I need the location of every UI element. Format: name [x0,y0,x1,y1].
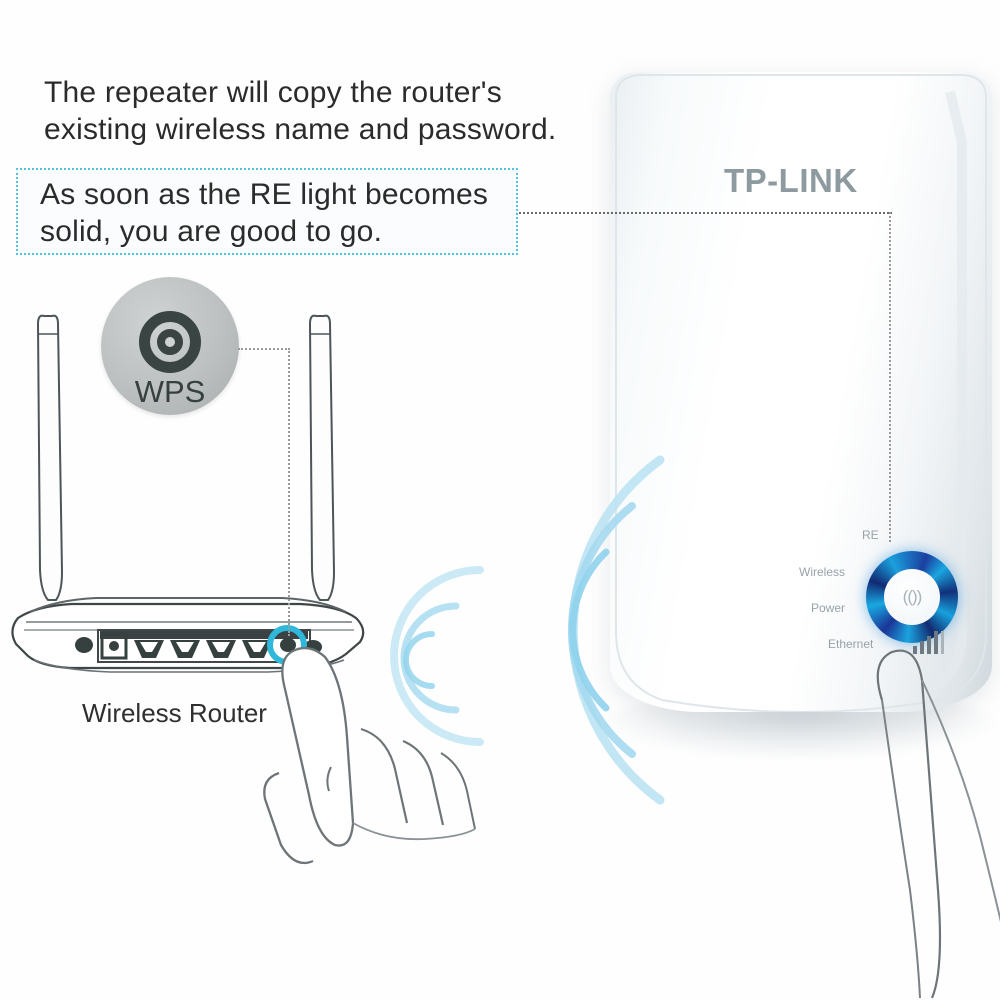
wps-badge: WPS [101,277,239,415]
wps-concentric-rings-icon [139,311,201,373]
wifi-signal-waves [390,455,665,805]
leader-line-wps-horizontal [238,348,290,350]
callout-line-2: solid, you are good to go. [40,215,383,248]
wps-badge-label: WPS [134,374,206,409]
led-label-power: Power [811,601,846,615]
leader-line-callout-vertical [889,212,891,542]
router-caption: Wireless Router [82,698,267,728]
wps-glyph-icon: (()) [902,587,923,606]
callout-line-1: As soon as the RE light becomes [40,178,489,211]
hand-pressing-router-button [263,646,476,865]
led-label-re: RE [862,528,879,542]
leader-line-wps-vertical [288,348,290,636]
repeater-contour [615,74,987,712]
re-light-callout-box [16,168,518,255]
instruction-line-1: The repeater will copy the router's [44,76,502,109]
hand-pressing-repeater-button [876,649,1000,999]
tplink-brand-logo: TP-LINK [724,162,858,199]
wps-inner-ring-icon [157,329,183,355]
instruction-line-2: existing wireless name and password. [44,113,557,146]
led-label-ethernet: Ethernet [828,637,874,651]
signal-bars-icon [913,631,944,654]
repeater-wps-button[interactable]: (()) [866,551,958,643]
repeater-wps-button-core: (()) [884,569,940,625]
leader-line-callout-horizontal [516,212,892,214]
led-label-wireless: Wireless [799,565,846,579]
